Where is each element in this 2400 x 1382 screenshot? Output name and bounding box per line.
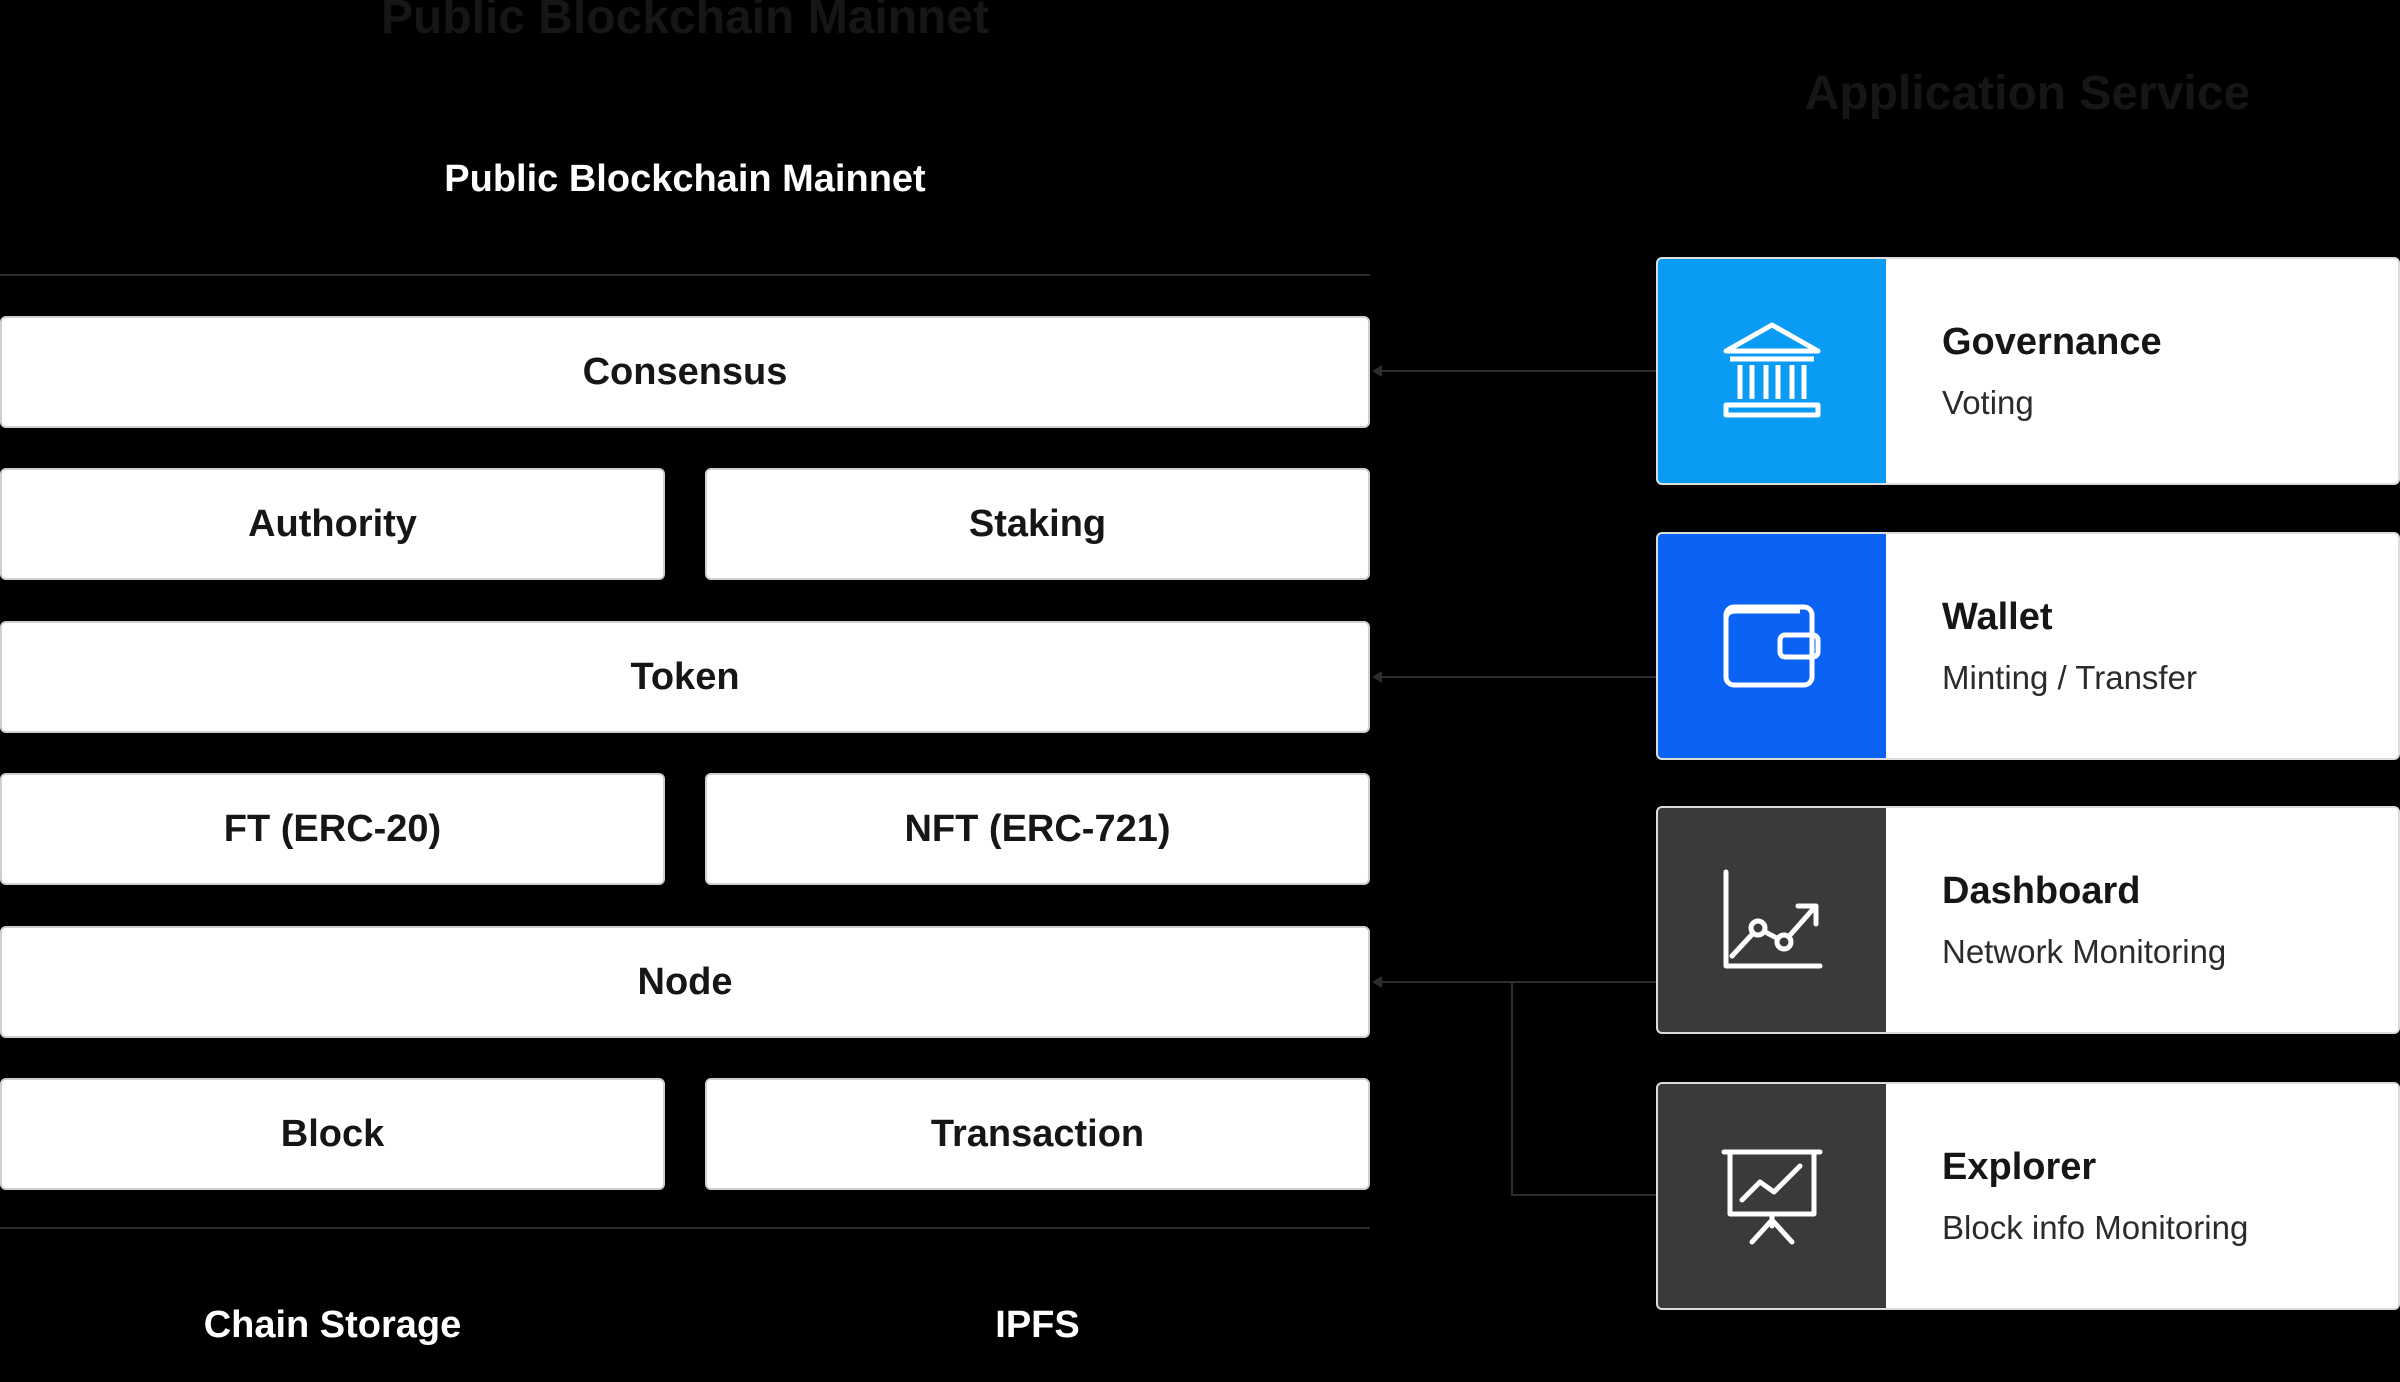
explorer-title: Explorer (1942, 1145, 2097, 1188)
connector-governance (1382, 370, 1656, 372)
connector-explorer (1511, 1194, 1656, 1196)
authority-label: Authority (248, 502, 417, 545)
node-box: Node (0, 926, 1370, 1038)
service-card-governance: Governance Voting (1656, 257, 2400, 485)
ghost-heading-mainnet: Public Blockchain Mainnet (380, 0, 990, 44)
node-label: Node (637, 960, 733, 1003)
authority-box: Authority (0, 468, 665, 580)
wallet-icon (1658, 534, 1886, 758)
nft-label: NFT (ERC-721) (904, 807, 1171, 850)
section-title: Public Blockchain Mainnet (444, 158, 926, 200)
governance-subtitle: Voting (1942, 383, 2034, 421)
connector-dashboard (1382, 981, 1656, 983)
line-chart-icon (1658, 808, 1886, 1032)
transaction-label: Transaction (930, 1112, 1145, 1155)
token-box: Token (0, 621, 1370, 733)
wallet-title: Wallet (1942, 595, 2053, 638)
consensus-box: Consensus (0, 316, 1370, 428)
ft-label: FT (ERC-20) (223, 807, 442, 850)
block-box: Block (0, 1078, 665, 1190)
governance-title: Governance (1942, 320, 2162, 363)
top-divider (0, 274, 1370, 276)
staking-label: Staking (968, 502, 1107, 545)
connector-wallet (1382, 676, 1656, 678)
ft-box: FT (ERC-20) (0, 773, 665, 885)
arrow-token-icon (1372, 671, 1382, 683)
arrow-node-icon (1372, 976, 1382, 988)
nft-box: NFT (ERC-721) (705, 773, 1370, 885)
chain-storage-label: Chain Storage (203, 1304, 462, 1346)
ghost-heading-application-service: Application Service (1804, 67, 2251, 120)
transaction-box: Transaction (705, 1078, 1370, 1190)
staking-box: Staking (705, 468, 1370, 580)
bottom-divider (0, 1227, 1370, 1229)
dashboard-subtitle: Network Monitoring (1942, 932, 2227, 970)
service-card-dashboard: Dashboard Network Monitoring (1656, 806, 2400, 1034)
explorer-subtitle: Block info Monitoring (1942, 1208, 2249, 1246)
token-label: Token (630, 655, 740, 698)
consensus-label: Consensus (582, 350, 788, 393)
bank-icon (1658, 259, 1886, 483)
arrow-consensus-icon (1372, 365, 1382, 377)
ipfs-label: IPFS (995, 1304, 1080, 1346)
wallet-subtitle: Minting / Transfer (1942, 658, 2197, 696)
service-card-explorer: Explorer Block info Monitoring (1656, 1082, 2400, 1310)
block-label: Block (280, 1112, 385, 1155)
presentation-chart-icon (1658, 1084, 1886, 1308)
service-card-wallet: Wallet Minting / Transfer (1656, 532, 2400, 760)
connector-explorer-vertical (1511, 981, 1513, 1196)
dashboard-title: Dashboard (1942, 869, 2141, 912)
